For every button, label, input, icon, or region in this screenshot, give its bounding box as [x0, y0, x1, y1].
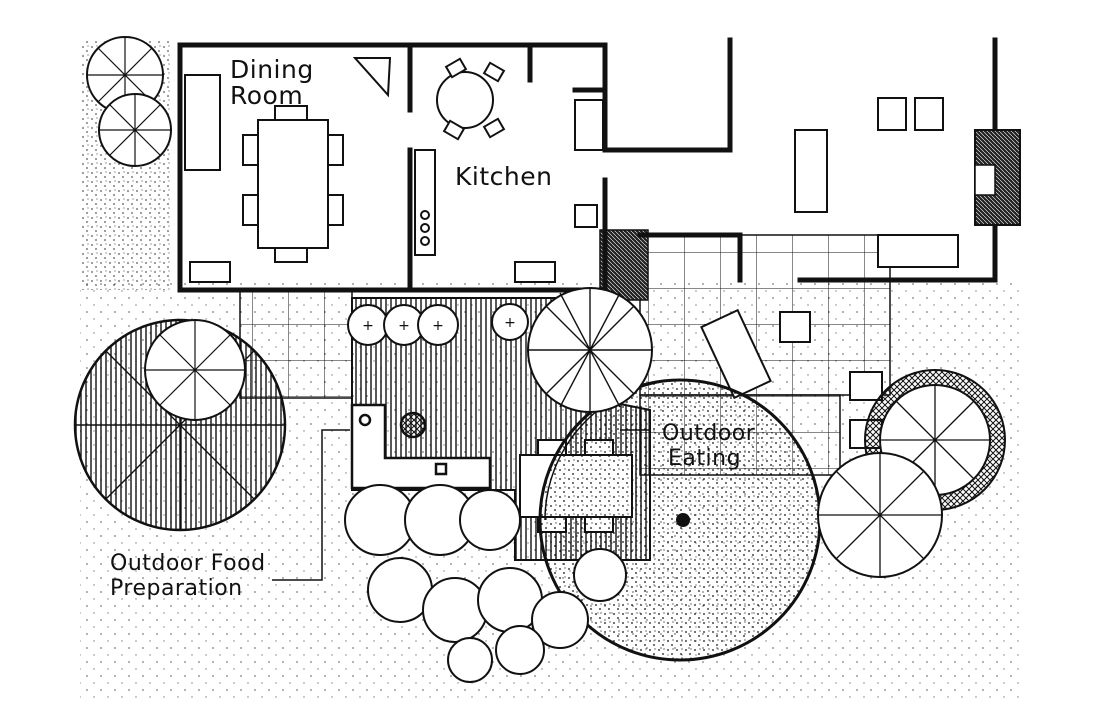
dining-chair: [327, 134, 344, 166]
leader-lines: [272, 429, 650, 581]
kitchen-counter: [414, 149, 436, 256]
dining-chair: [274, 247, 308, 263]
dining-chair: [242, 134, 259, 166]
planting-bed: [344, 484, 627, 683]
patio-chair: [849, 371, 883, 401]
kitchen-furniture: [414, 57, 604, 283]
lounge-chair: [700, 308, 772, 400]
sofa: [794, 129, 828, 213]
dining-chair: [327, 194, 344, 226]
tree-top-left: [86, 36, 172, 167]
bench: [189, 261, 231, 283]
fireplace: [974, 129, 1021, 226]
label-food-prep-line2: Preparation: [110, 576, 243, 601]
label-outdoor-eating-line2: Eating: [668, 446, 741, 471]
shrub-row: + + + +: [347, 303, 529, 346]
kitchen-bench: [514, 261, 556, 283]
label-kitchen: Kitchen: [455, 162, 552, 191]
label-outdoor-eating-line1: Outdoor: [662, 421, 756, 446]
round-table: [436, 71, 494, 129]
tree-large-left: [73, 318, 287, 532]
dining-table: [257, 119, 329, 249]
svg-text:+: +: [362, 318, 374, 334]
label-dining-room-line2: Room: [230, 81, 303, 110]
label-dining-room-line1: Dining: [230, 55, 314, 84]
label-food-prep-line1: Outdoor Food: [110, 551, 266, 576]
house-walls: [177, 37, 998, 293]
tree-right: [817, 369, 1006, 578]
sideboard: [184, 74, 221, 171]
dining-chair: [242, 194, 259, 226]
svg-text:+: +: [432, 318, 444, 334]
sofa: [877, 234, 959, 268]
dining-chair: [274, 105, 308, 121]
tree-center: [527, 287, 653, 413]
dining-furniture: [184, 57, 392, 283]
patio-chair: [779, 311, 811, 343]
living-furniture: [794, 97, 959, 268]
corner-cabinet: [352, 57, 392, 98]
svg-text:+: +: [504, 315, 516, 331]
outdoor-kitchen-counter: [350, 403, 492, 490]
svg-text:+: +: [398, 318, 410, 334]
